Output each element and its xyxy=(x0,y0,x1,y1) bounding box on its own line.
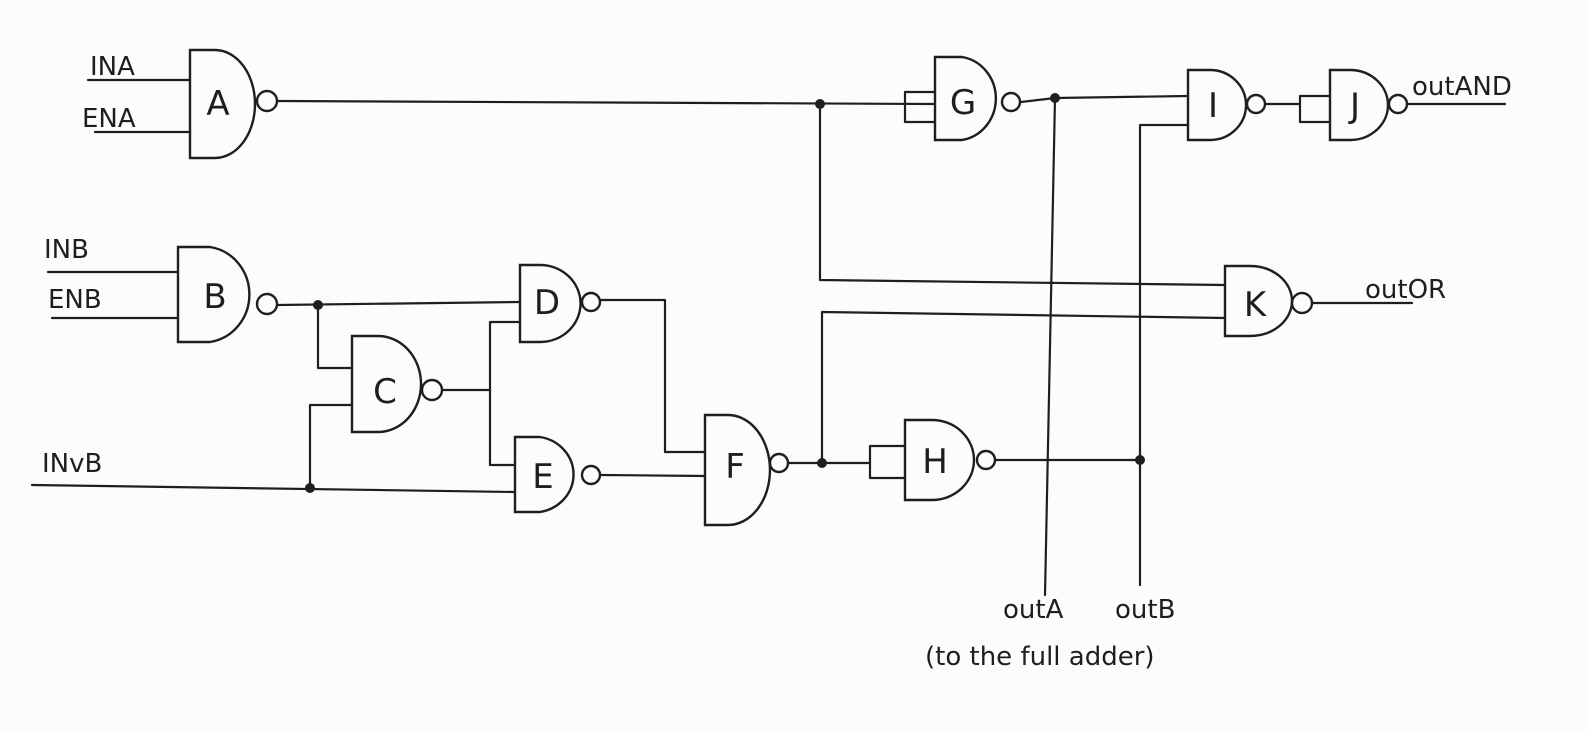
gate-d: D xyxy=(518,263,602,344)
wires xyxy=(30,78,1507,597)
gate-c-label: C xyxy=(373,372,397,412)
gate-e: E xyxy=(513,435,602,514)
gate-k: K xyxy=(1223,264,1314,338)
input-inb-label: INB xyxy=(44,235,89,265)
gate-g-label: G xyxy=(950,83,976,123)
gate-a: A xyxy=(188,48,279,160)
gate-k-label: K xyxy=(1244,285,1268,325)
gate-f: F xyxy=(703,413,790,527)
gate-e-label: E xyxy=(532,457,553,497)
output-b-label: outB xyxy=(1115,595,1175,625)
gate-d-label: D xyxy=(534,283,560,323)
gate-h: H xyxy=(903,418,997,502)
input-enb-label: ENB xyxy=(48,285,102,315)
gate-b: B xyxy=(176,245,279,344)
gate-j-label: J xyxy=(1348,86,1360,126)
output-a-label: outA xyxy=(1003,595,1064,625)
input-invb-label: INvB xyxy=(42,449,102,479)
gate-i: I xyxy=(1186,68,1267,142)
input-ina-label: INA xyxy=(90,52,135,82)
output-and-label: outAND xyxy=(1412,72,1512,102)
gate-f-label: F xyxy=(725,447,745,487)
output-or-label: outOR xyxy=(1365,275,1446,305)
input-ena-label: ENA xyxy=(82,104,136,134)
gate-g: G xyxy=(933,55,1022,142)
gate-a-label: A xyxy=(206,84,229,124)
full-adder-note: (to the full adder) xyxy=(925,642,1155,672)
junction-dots xyxy=(305,93,1145,493)
gate-c: C xyxy=(350,334,444,434)
gate-b-label: B xyxy=(203,277,226,317)
gate-i-label: I xyxy=(1208,86,1218,126)
gate-h-label: H xyxy=(922,442,948,482)
gate-j: J xyxy=(1328,68,1409,142)
